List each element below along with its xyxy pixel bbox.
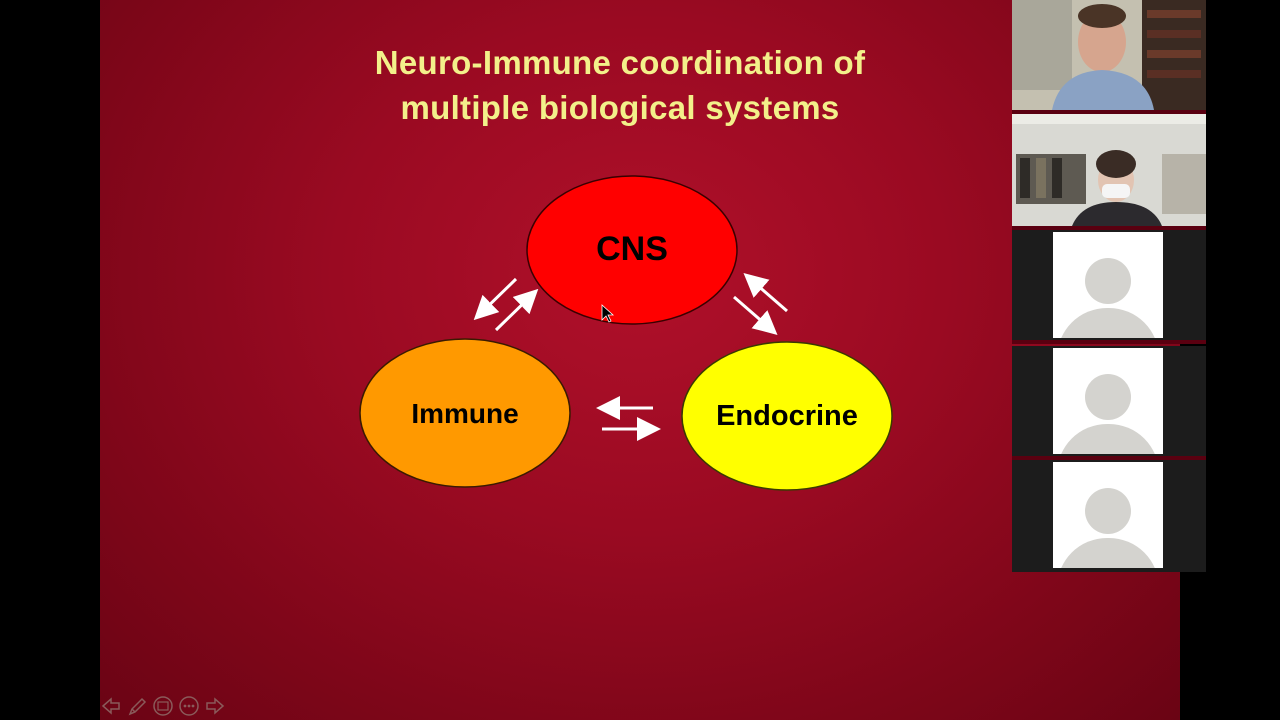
next-slide-icon[interactable] [204, 695, 226, 717]
slide-title-line-2: multiple biological systems [400, 89, 840, 126]
pen-icon[interactable] [126, 695, 148, 717]
cns-node [526, 175, 738, 325]
person-avatar-icon [1053, 462, 1163, 568]
participant-avatar-tile[interactable] [1012, 460, 1206, 572]
systems-diagram [359, 175, 893, 491]
participant-video [1012, 114, 1206, 226]
slides-grid-icon[interactable] [152, 695, 174, 717]
tile-separator [1012, 226, 1206, 230]
slide-title-line-1: Neuro-Immune coordination of [374, 44, 866, 81]
previous-slide-icon[interactable] [100, 695, 122, 717]
arrow-endocrine-to-cns [743, 273, 788, 313]
video-gallery [1012, 0, 1206, 572]
participant-avatar-tile[interactable] [1012, 346, 1206, 456]
arrow-cns-to-endocrine [733, 295, 778, 335]
slide-controls [100, 693, 226, 719]
tile-separator [1012, 456, 1206, 460]
presentation-slide: Neuro-Immune coordination of multiple bi… [100, 0, 1180, 720]
person-avatar-icon [1053, 232, 1163, 338]
person-avatar-icon [1053, 348, 1163, 454]
arrow-cns-to-immune [473, 277, 518, 321]
participant-video-tile[interactable] [1012, 114, 1206, 226]
slide-title: Neuro-Immune coordination of multiple bi… [280, 40, 960, 130]
cns-label: CNS [596, 230, 668, 268]
endocrine-label: Endocrine [716, 400, 858, 432]
immune-node [359, 338, 571, 488]
participant-avatar-tile[interactable] [1012, 230, 1206, 340]
more-options-icon[interactable] [178, 695, 200, 717]
tile-separator [1012, 340, 1206, 344]
mouse-cursor-icon [601, 304, 615, 323]
participant-video [1012, 0, 1206, 110]
participant-video-tile[interactable] [1012, 0, 1206, 110]
endocrine-node [681, 341, 893, 491]
immune-label: Immune [411, 398, 519, 429]
tile-separator [1012, 110, 1206, 114]
arrow-immune-to-cns [494, 288, 539, 332]
